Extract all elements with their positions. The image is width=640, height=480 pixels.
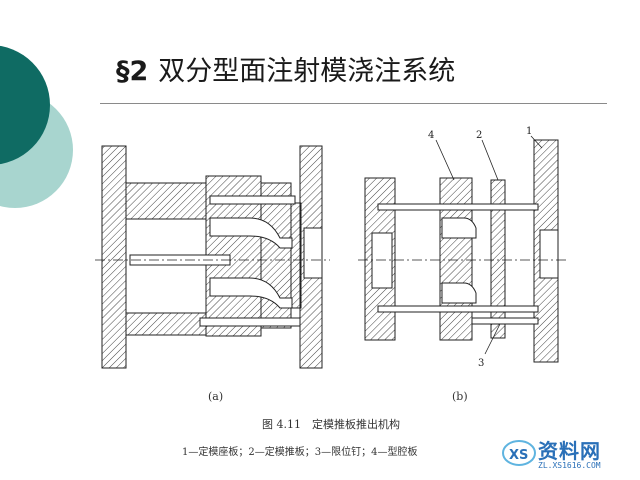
watermark-url: ZL.XS1616.COM	[538, 461, 601, 470]
decorative-circles	[0, 45, 73, 208]
callout-3: 3	[478, 358, 484, 369]
mold-diagram: (a) 4 2 1 3 (b)	[95, 126, 568, 403]
callout-3-leader	[484, 323, 501, 355]
callout-4-leader	[435, 139, 455, 181]
a-left-plate	[101, 145, 127, 369]
a-support-top	[125, 182, 207, 220]
a-sprue-bushing	[303, 227, 323, 279]
callout-2-leader	[481, 139, 499, 181]
title-divider	[100, 103, 607, 104]
label-b: (b)	[452, 390, 468, 403]
watermark-logo-text: XS	[509, 448, 528, 463]
drawing-b	[358, 135, 568, 363]
b-cavity-upper	[441, 217, 477, 239]
b-movable-inner	[371, 232, 393, 289]
a-guide-pin-bottom	[199, 317, 301, 327]
b-cavity-lower	[441, 282, 477, 304]
figure-legend: 1—定模座板；2—定模推板；3—限位钉；4—型腔板	[182, 447, 418, 458]
dark-circle	[0, 45, 50, 165]
watermark: XS 资料网 ZL.XS1616.COM	[500, 433, 635, 475]
callout-4: 4	[428, 130, 434, 141]
callout-1: 1	[526, 126, 532, 137]
b-sprue-bushing	[539, 229, 559, 279]
b-stop-pin	[471, 317, 539, 325]
slide-title: §2 双分型面注射模浇注系统	[116, 50, 596, 94]
figure-caption: 图 4.11 定模推板推出机构	[262, 418, 400, 431]
title-text: 双分型面注射模浇注系统	[158, 56, 456, 87]
watermark-brand: 资料网	[538, 439, 601, 463]
b-cavity-plate	[439, 177, 473, 341]
b-rod-lower	[377, 305, 539, 313]
watermark-logo-icon: XS	[502, 440, 536, 466]
callout-1-leader	[530, 135, 543, 149]
a-cavity-lower	[209, 277, 293, 309]
a-cavity-upper	[209, 217, 293, 249]
a-guide-pin-top	[209, 195, 296, 205]
section-mark: §2	[116, 56, 149, 87]
a-support-bottom	[125, 312, 207, 336]
label-a: (a)	[208, 390, 223, 403]
callout-2: 2	[476, 130, 482, 141]
b-rod-upper	[377, 203, 539, 211]
drawing-a	[95, 145, 330, 369]
